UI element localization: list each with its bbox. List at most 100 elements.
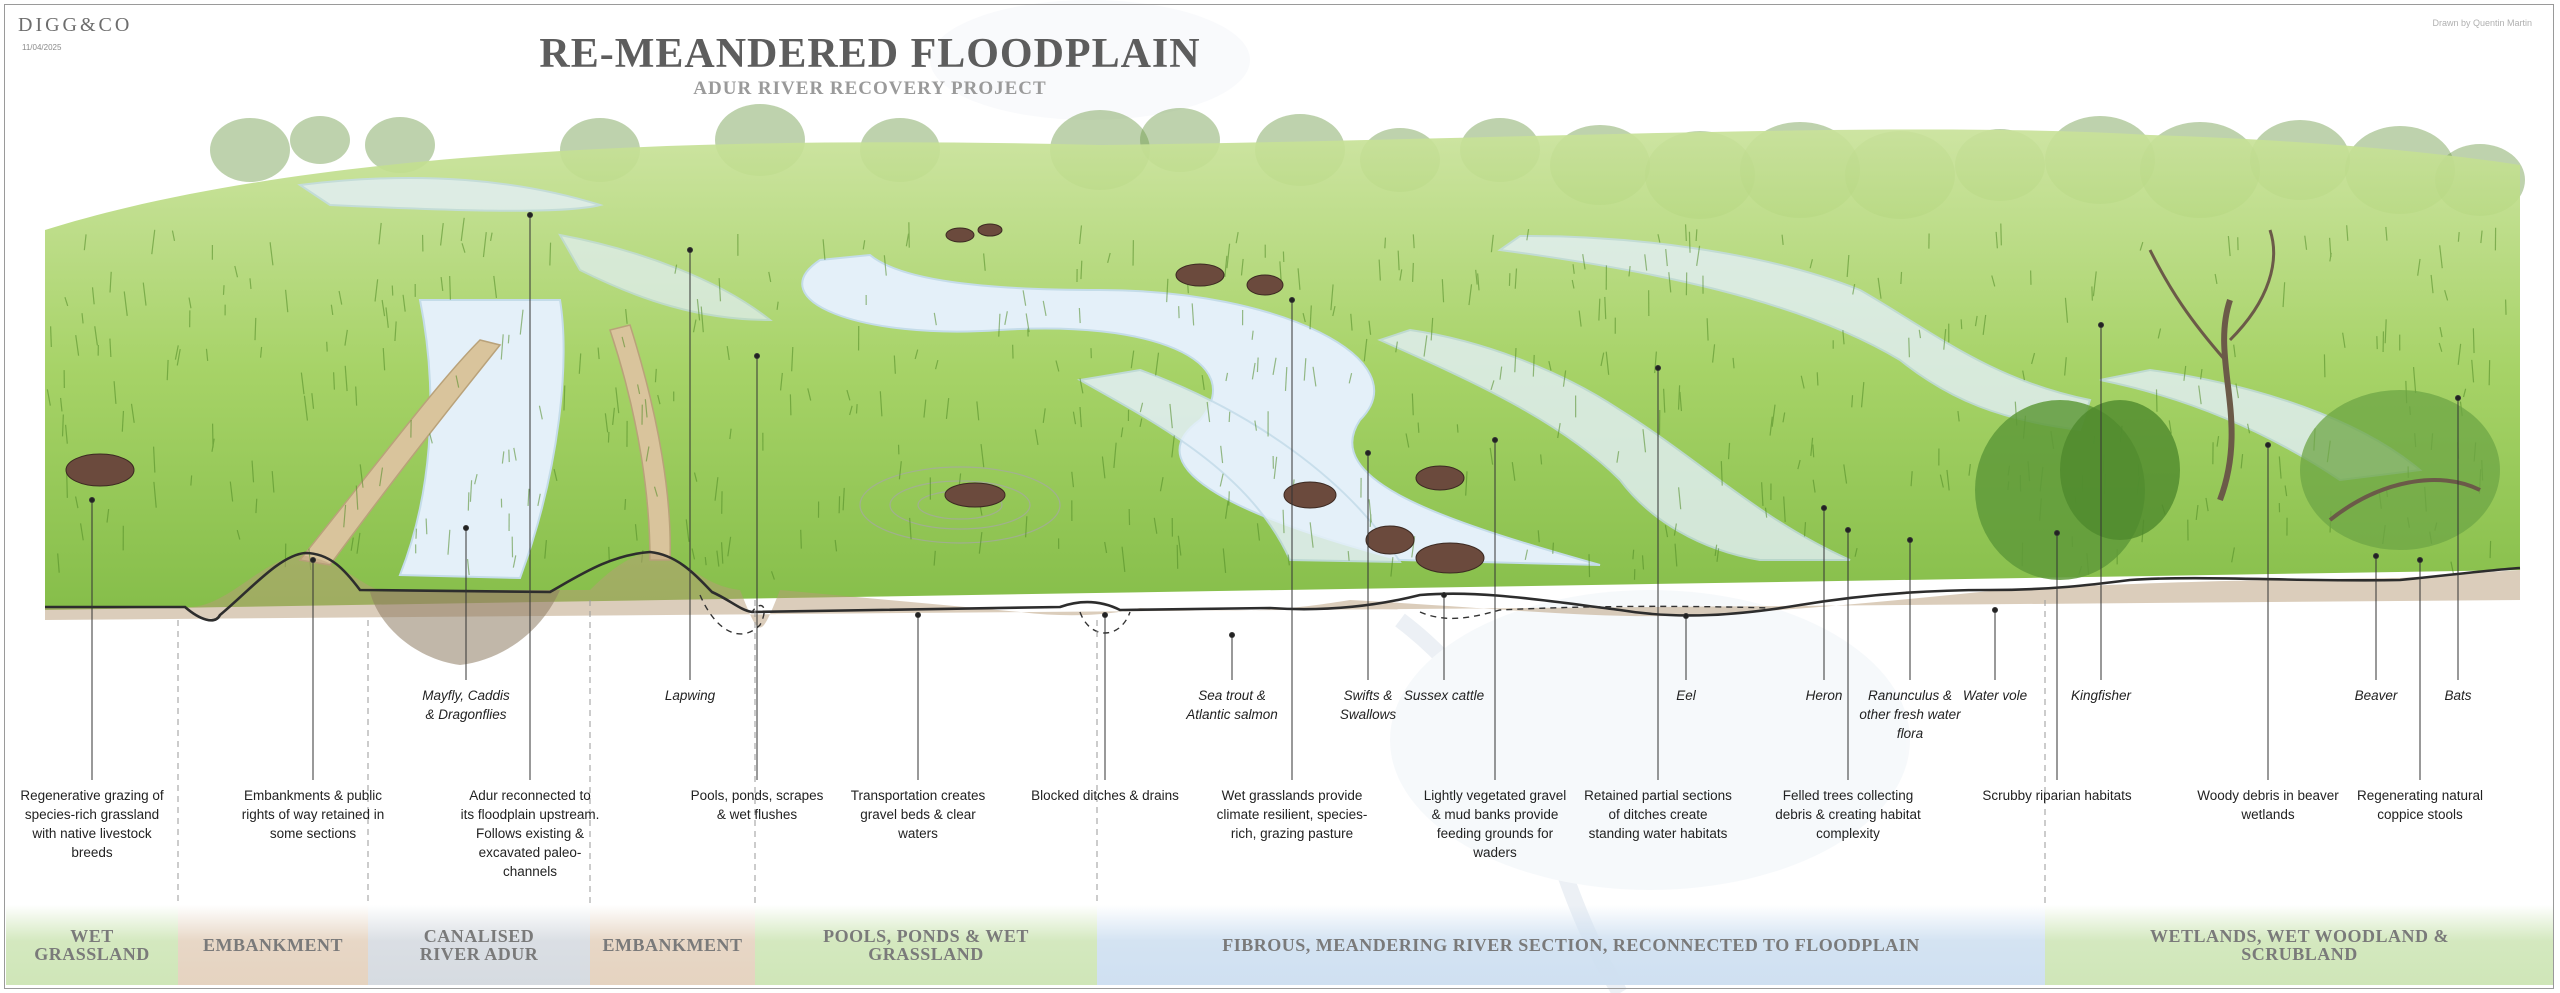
grass-blade xyxy=(1783,496,1786,522)
grass-blade xyxy=(696,299,701,321)
species-kingfisher-label: Kingfisher xyxy=(2070,688,2132,703)
grass-blade xyxy=(691,548,696,560)
grass-blade xyxy=(1251,330,1254,340)
grass-blade xyxy=(1220,445,1224,464)
canal-section xyxy=(370,590,560,665)
species-lapwing-label: Lapwing xyxy=(664,688,716,703)
grass-blade xyxy=(1678,487,1682,510)
grass-blade xyxy=(507,334,510,344)
cattle-group xyxy=(65,223,1485,574)
grass-blade xyxy=(1235,232,1239,244)
grass-blade xyxy=(61,414,64,437)
grass-blade xyxy=(1155,352,1160,376)
grass-blade xyxy=(1800,375,1805,389)
species-vole-label: Water vole xyxy=(1962,688,2028,703)
grass-blade xyxy=(1378,259,1381,281)
grass-blade xyxy=(2214,273,2218,285)
leader-dot xyxy=(1683,613,1689,619)
grass-blade xyxy=(1477,273,1480,291)
grass-blade xyxy=(1684,224,1687,242)
grass-blade xyxy=(1395,341,1398,353)
grass-blade xyxy=(255,498,258,514)
grass-blade xyxy=(1877,277,1882,299)
grass-blade xyxy=(1228,491,1230,506)
zone-band-bg xyxy=(368,905,590,985)
grass-blade xyxy=(356,532,361,554)
zone-embankment-right: EMBANKMENT xyxy=(602,935,743,955)
grass-blade xyxy=(254,317,257,341)
grass-blade xyxy=(1532,354,1535,377)
grass-blade xyxy=(1350,313,1353,331)
grass-blade xyxy=(1191,303,1195,326)
grass-blade xyxy=(402,294,406,312)
grass-blade xyxy=(1781,234,1784,246)
grass-blade xyxy=(269,242,274,266)
grass-blade xyxy=(1910,471,1913,487)
grass-blade xyxy=(344,365,348,392)
grass-blade xyxy=(834,539,838,552)
label-embankments: Embankments & public rights of way retai… xyxy=(241,788,385,841)
grass-blade xyxy=(1224,500,1229,519)
grass-blade xyxy=(1177,535,1182,556)
leader-dot xyxy=(2373,553,2379,559)
grass-blade xyxy=(1332,306,1336,317)
grass-blade xyxy=(1562,370,1567,387)
grass-blade xyxy=(563,385,566,411)
grass-blade xyxy=(1761,482,1764,506)
grass-blade xyxy=(1982,314,1987,335)
species-trout-label: Sea trout & Atlantic salmon xyxy=(1186,688,1278,722)
grass-blade xyxy=(415,528,418,539)
leader-dot xyxy=(1907,537,1913,543)
grass-blade xyxy=(1120,427,1124,438)
grass-blade xyxy=(621,336,626,348)
label-gravel-mud-banks: Lightly vegetated gravel & mud banks pro… xyxy=(1423,788,1567,860)
leader-dot xyxy=(1845,527,1851,533)
grass-blade xyxy=(113,381,117,404)
grass-blade xyxy=(776,301,779,310)
grass-blade xyxy=(1282,509,1285,534)
leader-dot xyxy=(527,212,533,218)
grass-blade xyxy=(544,539,547,559)
grass-blade xyxy=(1578,310,1582,327)
grass-blade xyxy=(467,492,470,511)
grass-blade xyxy=(330,304,334,315)
grass-blade xyxy=(249,278,252,289)
grass-blade xyxy=(1654,351,1657,374)
grass-blade xyxy=(1716,548,1720,562)
grass-blade xyxy=(1842,330,1845,345)
grass-blade xyxy=(1397,250,1400,271)
grass-blade xyxy=(519,309,524,335)
grass-blade xyxy=(846,389,851,401)
grass-blade xyxy=(976,401,980,421)
grass-blade xyxy=(2092,271,2097,297)
label-woody-debris: Woody debris in beaver wetlands xyxy=(2197,788,2339,822)
species-swifts-label: Swifts & Swallows xyxy=(1339,688,1397,722)
grass-blade xyxy=(692,319,697,333)
grass-blade xyxy=(300,372,305,395)
grass-blade xyxy=(1974,315,1978,327)
grass-blade xyxy=(123,291,128,316)
grass-blade xyxy=(1809,259,1813,269)
grass-blade xyxy=(718,278,722,302)
grass-blade xyxy=(883,255,887,276)
grass-blade xyxy=(855,404,858,414)
grass-blade xyxy=(2233,344,2236,358)
embankment-paths xyxy=(298,324,671,566)
zone-dividers xyxy=(177,600,2046,905)
grass-blade xyxy=(166,359,169,381)
grass-blade xyxy=(1696,245,1701,266)
grass-blade xyxy=(46,389,51,406)
species-bats-label: Bats xyxy=(2444,688,2472,703)
grass-blade xyxy=(2240,453,2244,469)
grass-blade xyxy=(727,536,732,557)
grass-blade xyxy=(625,308,628,324)
grass-blade xyxy=(152,446,156,473)
grass-blade xyxy=(121,410,125,432)
grass-blade xyxy=(374,279,379,302)
grass-blade xyxy=(66,472,68,498)
leader-dot xyxy=(1365,450,1371,456)
grass-blade xyxy=(700,306,704,333)
grass-blade xyxy=(1347,550,1350,561)
label-regenerative-grazing: Regenerative grazing of species-rich gra… xyxy=(20,788,164,860)
